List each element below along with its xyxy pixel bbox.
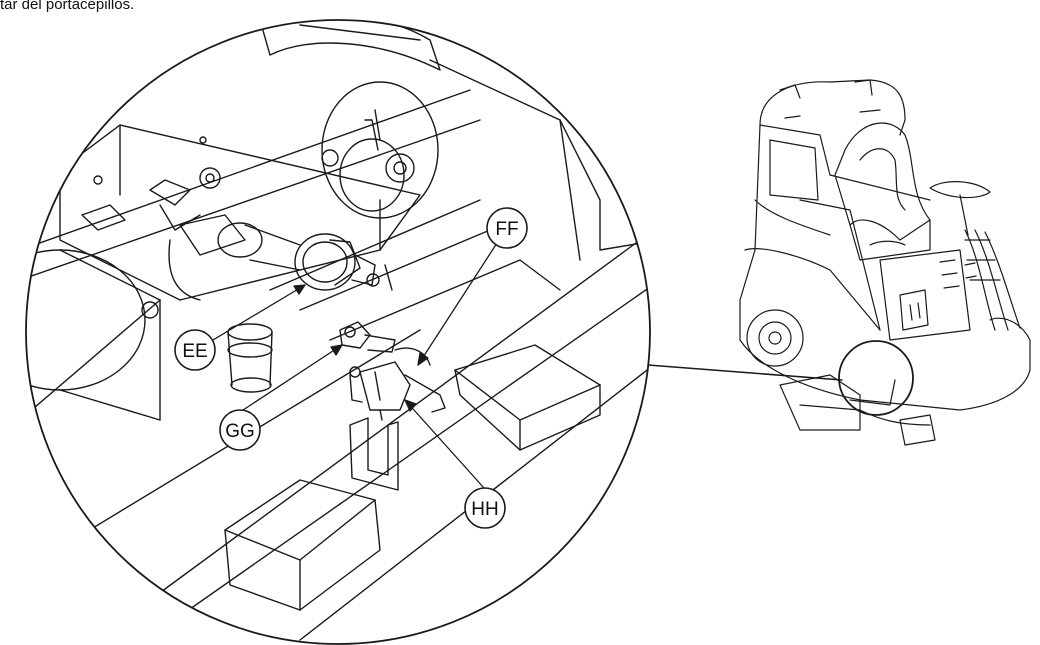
seat bbox=[834, 122, 931, 241]
scrubber-machine bbox=[739, 79, 1031, 446]
callout-gg-label: GG bbox=[225, 421, 255, 442]
frame-rails bbox=[26, 59, 650, 641]
callout-ee bbox=[174, 329, 216, 371]
lower-block bbox=[224, 479, 381, 611]
callout-gg bbox=[219, 409, 261, 451]
detail-view bbox=[26, 20, 650, 641]
upper-tray bbox=[259, 20, 441, 71]
upper-fitting bbox=[149, 167, 221, 301]
callout-ff-label: FF bbox=[495, 219, 518, 240]
disk-wheel bbox=[321, 81, 439, 219]
right-block bbox=[454, 344, 601, 451]
callout-hh bbox=[464, 487, 506, 529]
small-jar bbox=[227, 323, 273, 393]
machine-detail-circle bbox=[838, 340, 914, 416]
mid-panels bbox=[269, 199, 561, 341]
caption-text: tar del portacepillos. bbox=[0, 0, 135, 13]
callout-leaders bbox=[212, 242, 498, 489]
gg-valve bbox=[339, 321, 396, 353]
callout-ff bbox=[486, 207, 528, 249]
detail-circle bbox=[25, 19, 651, 645]
rear-wheel bbox=[746, 309, 804, 367]
steering-wheel bbox=[929, 181, 991, 199]
housing-box bbox=[59, 124, 421, 301]
callout-ee-label: EE bbox=[182, 341, 207, 362]
ee-coupling bbox=[179, 214, 380, 291]
u-bracket bbox=[349, 417, 399, 491]
hh-valve bbox=[349, 347, 446, 421]
left-cylinder bbox=[26, 249, 161, 421]
callout-hh-label: HH bbox=[471, 499, 498, 520]
connector-line bbox=[647, 364, 843, 381]
